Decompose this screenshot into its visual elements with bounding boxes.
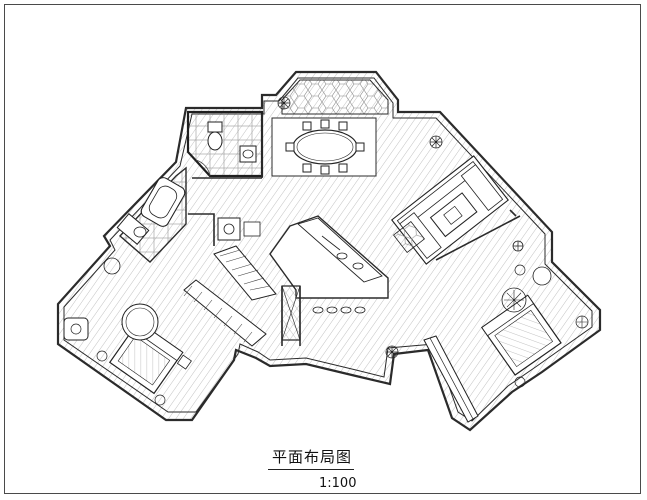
title-underline (268, 469, 354, 470)
drawing-scale: 1:100 (319, 476, 357, 491)
wardrobe-lower (183, 279, 267, 347)
drawing-title: 平面布局图 (272, 448, 353, 466)
wardrobe-storage (213, 217, 277, 301)
corridor-right (423, 335, 479, 423)
plant-living-2 (512, 240, 524, 252)
plant-living-1 (429, 135, 443, 149)
rug-pattern (392, 220, 426, 254)
bathtub-room (116, 166, 187, 263)
sheet-border (4, 4, 641, 494)
bedroom-left (63, 257, 192, 406)
kitchen (269, 215, 389, 341)
dining-set (271, 96, 377, 177)
plant-entrance (385, 345, 399, 359)
bay-window (281, 79, 389, 115)
interior-walls (188, 114, 521, 346)
bathroom-upper (186, 110, 264, 178)
bedroom-right (481, 264, 589, 388)
